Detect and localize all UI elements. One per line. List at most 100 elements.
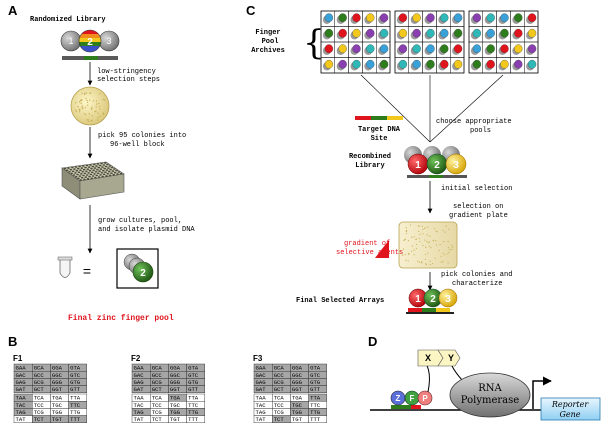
colony-dot <box>424 227 426 230</box>
colony-dot <box>405 259 407 261</box>
well <box>77 177 80 180</box>
well <box>91 171 94 174</box>
codon-text: GTA <box>70 365 81 372</box>
well <box>108 165 112 167</box>
target-label-1: Target DNA <box>358 126 401 134</box>
codon-text: TTC <box>70 402 81 409</box>
codon-text: TCG <box>274 409 285 416</box>
panel-c-letter: C <box>246 3 256 18</box>
well <box>84 176 88 178</box>
archive-ball <box>398 28 408 38</box>
well <box>108 174 112 177</box>
archive-ball <box>514 59 523 69</box>
well <box>104 165 108 168</box>
codon-text: TGA <box>170 395 181 402</box>
colony-dot <box>75 110 78 113</box>
colony-dot <box>442 252 444 254</box>
well <box>116 173 119 175</box>
colony-dot <box>424 239 426 241</box>
well <box>91 165 95 168</box>
codon-text: GGC <box>292 372 303 379</box>
well <box>97 176 101 178</box>
colony-dot <box>429 260 431 262</box>
well <box>98 164 102 167</box>
well <box>87 166 91 168</box>
colony-dot <box>440 261 442 263</box>
colony-dot <box>418 261 421 263</box>
well <box>95 165 98 167</box>
archive-line-right <box>429 74 504 143</box>
well <box>71 166 74 169</box>
codon-cell <box>186 385 206 394</box>
well <box>82 165 85 167</box>
archive-ball <box>527 44 537 54</box>
colony-dot <box>448 228 450 230</box>
codon-text: GCA <box>274 365 285 372</box>
colony-dot <box>78 101 81 103</box>
colony-dot <box>97 112 99 115</box>
codon-text: GCG <box>152 379 163 386</box>
colony-dot <box>413 236 415 238</box>
codon-text: TAT <box>16 416 27 423</box>
codon-text: GGA <box>292 365 303 372</box>
codon-text: GTG <box>70 379 81 386</box>
codon-text: GCC <box>34 372 45 379</box>
codon-text: TCT <box>274 416 285 423</box>
colony-dot <box>80 102 82 105</box>
archive-ball <box>379 59 389 69</box>
well <box>117 171 121 173</box>
archive-ball <box>324 28 334 38</box>
archive-ball <box>338 28 347 38</box>
archive-ball <box>500 13 509 23</box>
colony-dot <box>102 113 105 116</box>
codon-text: GTC <box>310 372 321 379</box>
well <box>74 172 77 174</box>
binding-site-red <box>411 405 421 409</box>
colony-dot <box>102 112 105 115</box>
colony-dot <box>447 253 449 255</box>
well <box>113 168 116 170</box>
well <box>71 170 75 173</box>
well <box>93 167 97 169</box>
colony-dot <box>444 254 446 256</box>
well <box>100 162 103 165</box>
archive-ball <box>338 13 347 23</box>
well <box>78 165 81 168</box>
colony-dot <box>425 263 427 265</box>
archive-ball <box>500 59 509 69</box>
archive-ball <box>379 28 389 38</box>
colony-dot <box>421 261 423 263</box>
well <box>86 168 90 170</box>
codon-text: TAT <box>134 416 145 423</box>
colony-dot <box>440 255 442 257</box>
well <box>79 169 82 171</box>
transcription-arrow <box>532 376 552 409</box>
colony-dot <box>417 260 419 262</box>
codon-text: GAT <box>256 386 267 393</box>
codon-text: TGG <box>52 409 63 416</box>
final-zinc-finger-pool: Final zinc finger pool <box>68 314 174 323</box>
archive-ball <box>352 13 361 23</box>
codon-text: TCT <box>34 416 45 423</box>
well <box>88 175 91 178</box>
colony-dot <box>77 106 79 108</box>
archive-ball <box>412 44 421 54</box>
colony-dot <box>444 231 446 233</box>
gradient-label-2: selective agents <box>336 249 403 257</box>
well <box>110 172 113 174</box>
well <box>77 171 81 174</box>
codon-text: GAA <box>256 365 267 372</box>
well <box>85 170 88 173</box>
well <box>92 169 95 171</box>
codon-text: GCT <box>152 386 163 393</box>
colony-dot <box>90 107 93 110</box>
colony-dot <box>427 242 429 244</box>
codon-text: TGC <box>52 402 63 409</box>
colony-dot <box>88 113 91 115</box>
colony-dot <box>447 247 450 249</box>
colony-dot <box>404 239 406 241</box>
codon-text: GGA <box>170 365 181 372</box>
codon-text: TGT <box>292 416 303 423</box>
well <box>76 173 79 176</box>
